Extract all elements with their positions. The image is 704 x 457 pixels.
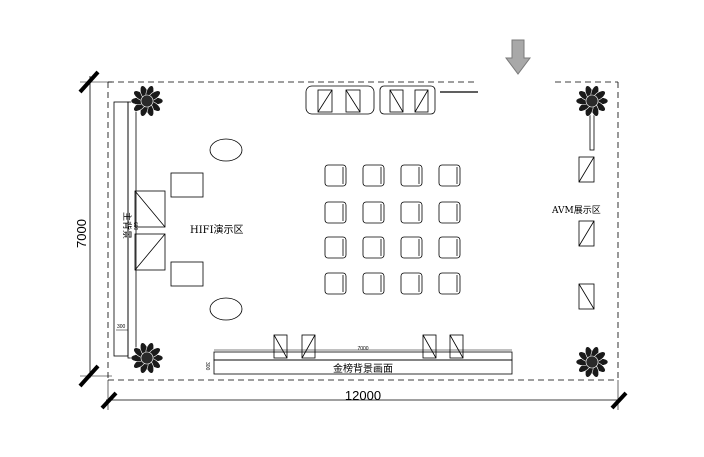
plant-icon-top-right [575, 85, 609, 117]
top-cabinet-left[interactable] [305, 85, 375, 115]
bottom-background-wall [213, 349, 513, 375]
seat-3-3[interactable] [400, 236, 423, 259]
bottom-wall-label: 金榜背景画面 [333, 362, 393, 375]
bottom-display-3[interactable] [422, 334, 437, 359]
top-cabinet-right[interactable] [379, 85, 436, 115]
main-speaker-top[interactable] [134, 190, 166, 228]
seat-1-1[interactable] [324, 164, 347, 187]
plant-icon-bottom-right [575, 346, 609, 378]
seat-3-2[interactable] [362, 236, 385, 259]
seat-1-2[interactable] [362, 164, 385, 187]
audience-seats[interactable] [324, 164, 461, 295]
oval-seat-bottom[interactable] [209, 297, 243, 321]
avm-zone-label: AVM展示区 [551, 205, 601, 216]
seat-2-1[interactable] [324, 201, 347, 224]
avm-display-1[interactable] [578, 156, 595, 183]
hifi-speaker-top[interactable] [170, 172, 204, 198]
seat-4-4[interactable] [438, 272, 461, 295]
seat-4-2[interactable] [362, 272, 385, 295]
bottom-wall-length-label: 7000 [357, 346, 368, 352]
entrance-arrow-icon[interactable] [505, 39, 531, 75]
avm-display-2[interactable] [578, 220, 595, 247]
width-dimension [100, 380, 628, 410]
seat-2-2[interactable] [362, 201, 385, 224]
seat-4-3[interactable] [400, 272, 423, 295]
seat-2-3[interactable] [400, 201, 423, 224]
main-speaker-bottom[interactable] [134, 233, 166, 271]
main-wall-small-label: 300 [117, 324, 126, 330]
seat-2-4[interactable] [438, 201, 461, 224]
plant-icon-top-left [130, 85, 164, 117]
seat-3-1[interactable] [324, 236, 347, 259]
height-dimension [78, 70, 112, 388]
hifi-speaker-bottom[interactable] [170, 261, 204, 287]
height-dimension-label: 7000 [74, 219, 89, 248]
bottom-display-2[interactable] [301, 334, 316, 359]
seat-4-1[interactable] [324, 272, 347, 295]
room-boundary [107, 81, 619, 381]
width-dimension-label: 12000 [345, 388, 381, 403]
avm-display-3[interactable] [578, 283, 595, 310]
right-wall-segment [589, 109, 595, 151]
bottom-wall-depth-label: 300 [204, 362, 210, 371]
bottom-display-1[interactable] [273, 334, 288, 359]
seat-3-4[interactable] [438, 236, 461, 259]
oval-seat-top[interactable] [209, 138, 243, 162]
seat-1-3[interactable] [400, 164, 423, 187]
seat-1-4[interactable] [438, 164, 461, 187]
bottom-display-4[interactable] [449, 334, 464, 359]
hifi-zone-label: HIFI演示区 [190, 223, 244, 236]
main-wall-label: 主背景 [121, 212, 133, 239]
plant-icon-bottom-left [130, 342, 164, 374]
